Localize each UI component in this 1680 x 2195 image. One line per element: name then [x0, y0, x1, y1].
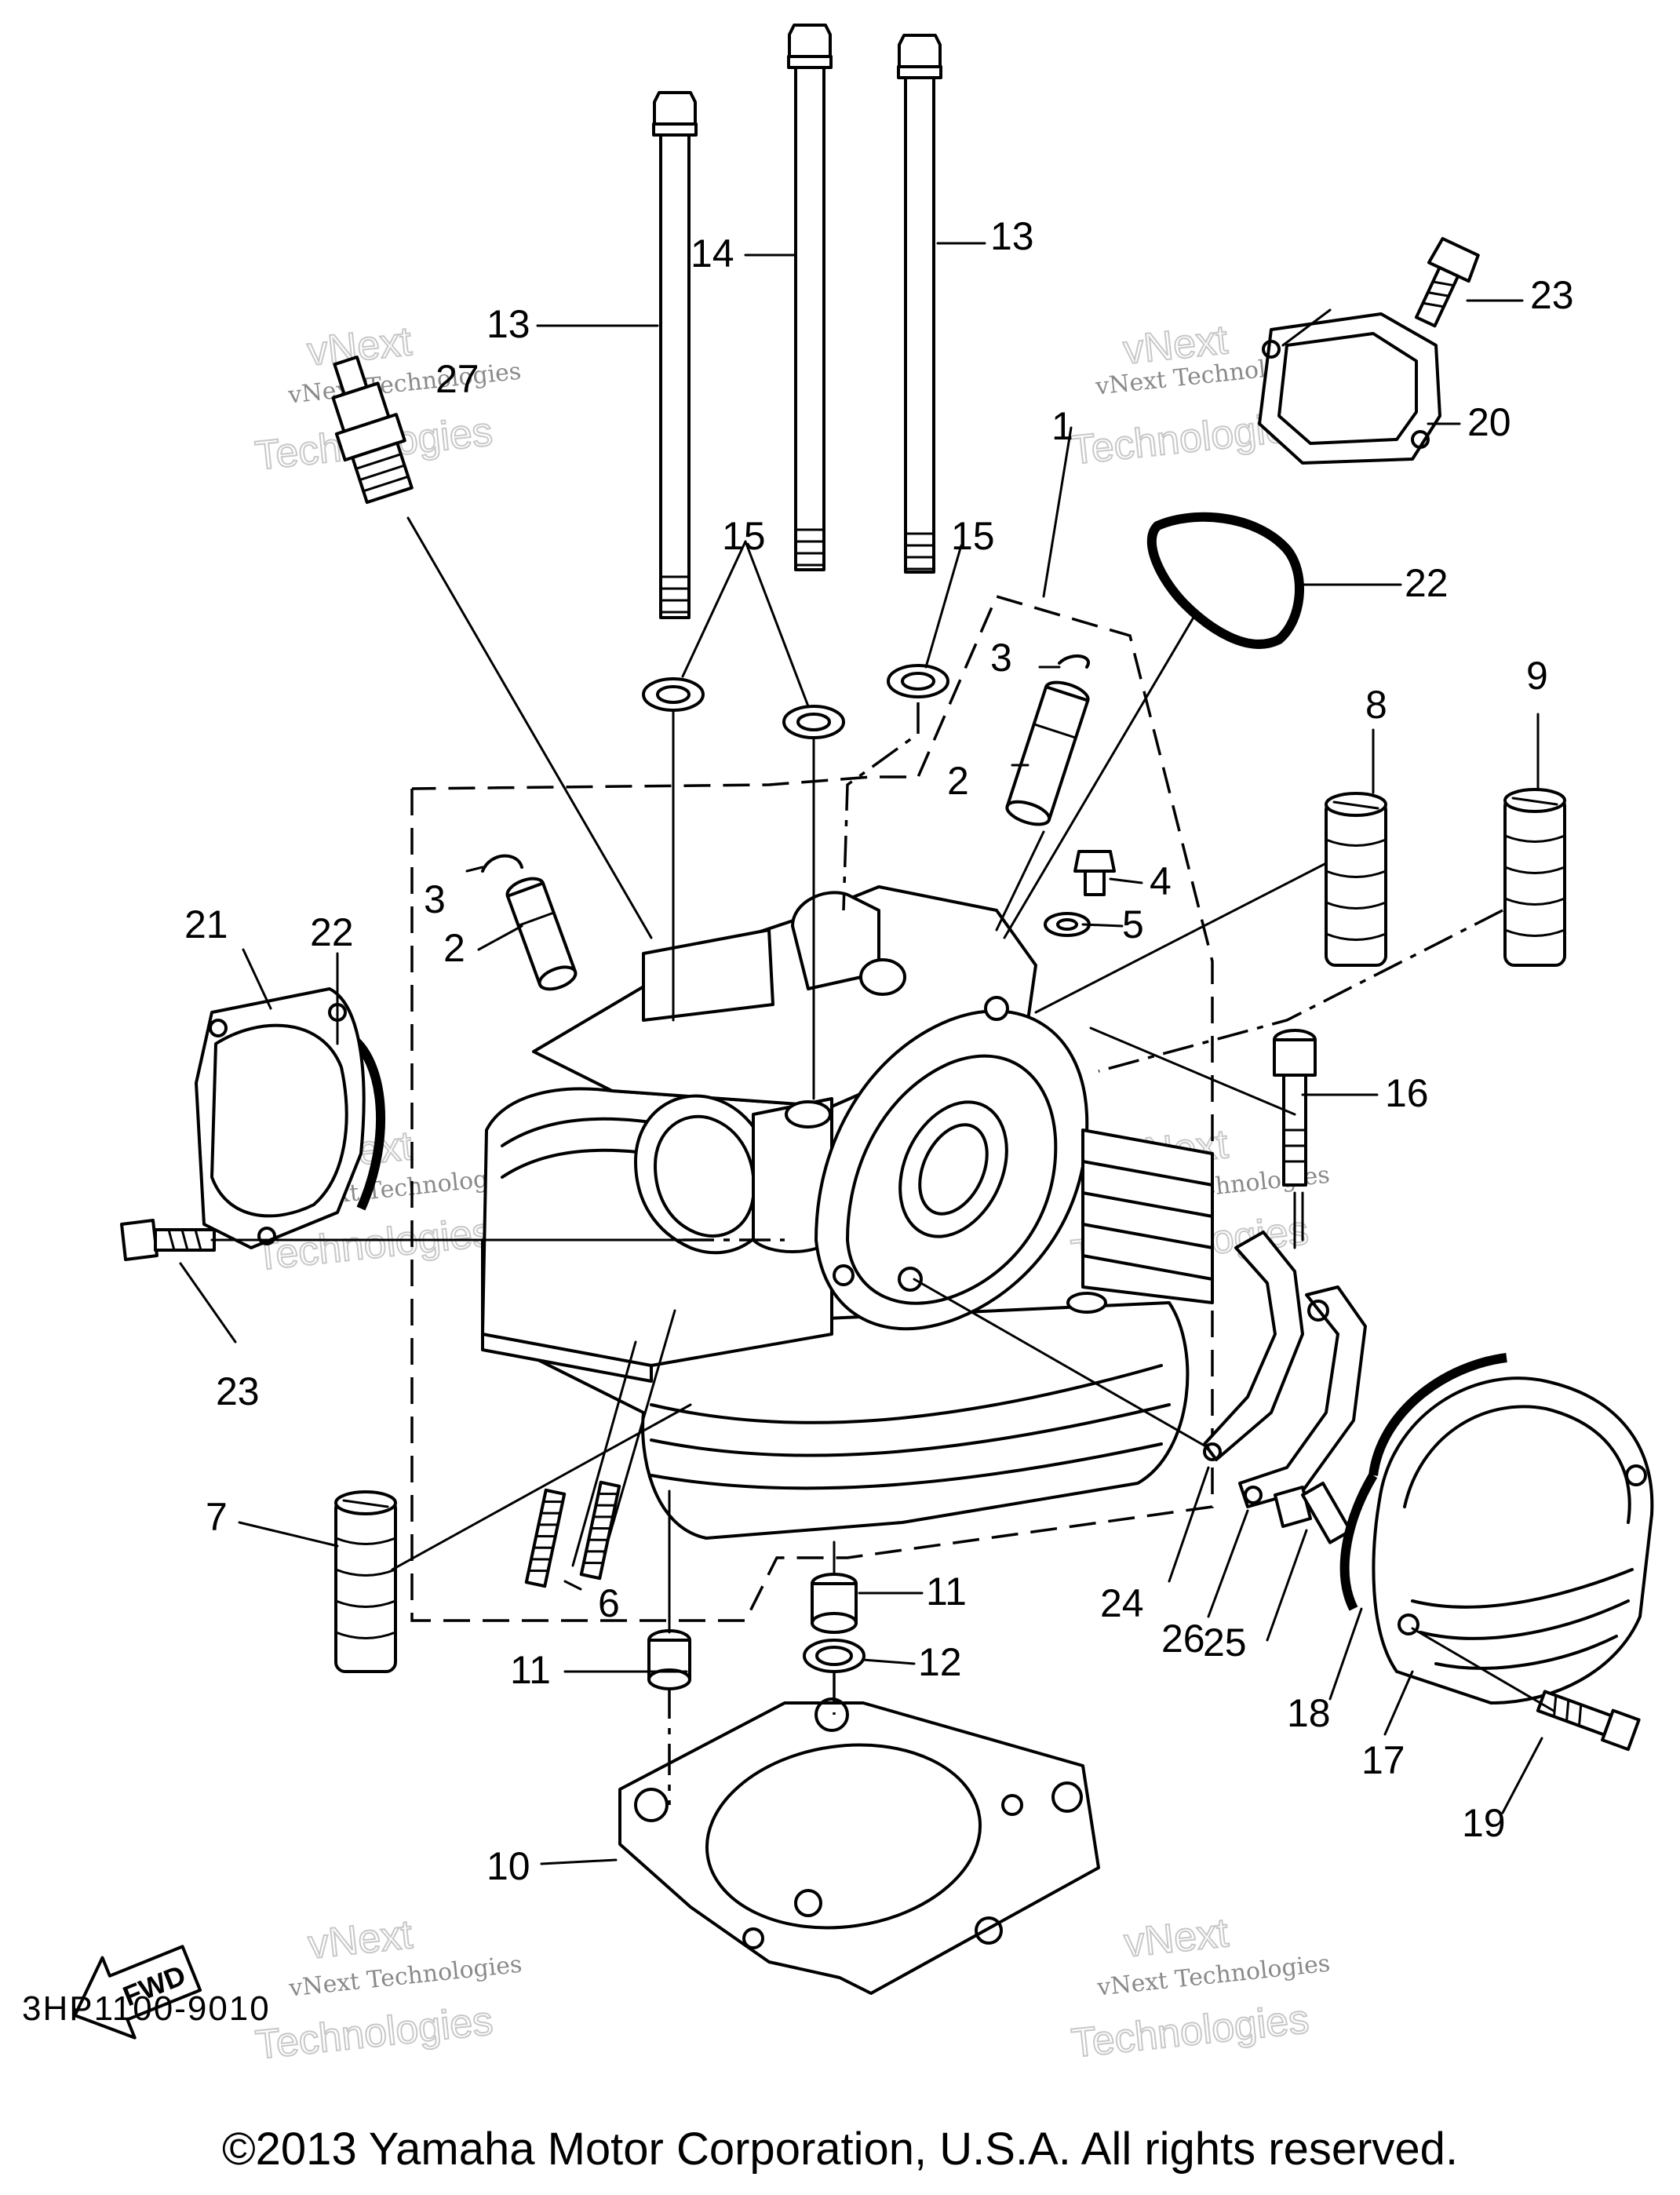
head-bolt-right [897, 34, 942, 574]
callout-10: 10 [487, 1844, 530, 1888]
cylinder-head [481, 885, 1214, 1540]
o-ring-top [1146, 512, 1304, 649]
callout-15-right: 15 [951, 514, 995, 558]
callout-labels: 1 2 2 3 3 4 5 6 7 8 9 10 11 11 12 13 13 … [184, 214, 1574, 1888]
watermark: vNext vNext Technologies Technologies [253, 1911, 523, 2069]
stud-right [579, 1480, 621, 1581]
dowel-pin-8 [1325, 792, 1387, 967]
watermark-big-top: vNext [1122, 1910, 1231, 1967]
callout-27: 27 [435, 357, 479, 401]
valve-clip-left [481, 854, 523, 873]
callout-20: 20 [1467, 400, 1511, 444]
callout-15-left: 15 [722, 514, 766, 558]
cover-top-right [1258, 312, 1441, 465]
watermark-big-bottom: Technologies [253, 1998, 495, 2068]
watermark-big-top: vNext [306, 1912, 415, 1968]
dowel-upper [811, 1573, 858, 1634]
diagram-part-code: 3HP1100-9010 [22, 1989, 271, 2028]
watermark-big-bottom: Technologies [1070, 1996, 1311, 2066]
callout-18: 18 [1287, 1691, 1331, 1735]
leader-lines [179, 242, 1543, 1865]
breather-bolt [1274, 1481, 1352, 1544]
callout-25: 25 [1203, 1621, 1247, 1664]
copyright-notice: ©2013 Yamaha Motor Corporation, U.S.A. A… [221, 2124, 1459, 2175]
callout-17: 17 [1361, 1738, 1405, 1782]
stud-left [524, 1488, 567, 1588]
fwd-arrow: FWD [73, 1945, 202, 2040]
valve-cover-bolt [1536, 1690, 1641, 1752]
dowel-pin-7 [334, 1490, 397, 1673]
spark-plug [331, 356, 414, 505]
washer-left [642, 677, 705, 712]
valve-guide-upper [1005, 680, 1090, 826]
breather-plate [1203, 1231, 1304, 1461]
callout-19: 19 [1462, 1801, 1506, 1845]
cover-bolt-left [120, 1219, 216, 1261]
callout-8: 8 [1365, 683, 1387, 727]
cover-left [195, 987, 386, 1249]
callout-7: 7 [206, 1495, 228, 1539]
watermark: vNext vNext Technologies Technologies [1069, 1909, 1332, 2067]
callout-5: 5 [1122, 902, 1144, 946]
callout-21: 21 [184, 902, 228, 946]
callout-24: 24 [1100, 1581, 1144, 1625]
callout-12: 12 [918, 1640, 962, 1684]
callout-3-left: 3 [424, 877, 446, 921]
callout-1: 1 [1051, 404, 1073, 448]
callout-3-upper: 3 [990, 636, 1012, 680]
callout-14: 14 [691, 232, 734, 275]
callout-6: 6 [598, 1581, 620, 1625]
head-bolt-left [652, 91, 698, 619]
callout-23-left: 23 [216, 1369, 260, 1413]
callout-11-lower: 11 [510, 1648, 551, 1692]
valve-cover-right [1339, 1353, 1654, 1705]
washer-bottom [803, 1639, 866, 1673]
callout-4: 4 [1150, 859, 1172, 903]
callout-22-top: 22 [1405, 561, 1449, 605]
callout-9: 9 [1526, 654, 1548, 698]
callout-13-left: 13 [487, 302, 530, 346]
callout-26: 26 [1161, 1617, 1205, 1661]
assembly-lines [210, 516, 1555, 1805]
breather-gasket [1238, 1285, 1367, 1508]
head-bolt-short [1273, 1029, 1317, 1187]
callout-16: 16 [1385, 1071, 1429, 1115]
washer-right [887, 664, 949, 698]
small-bolt [1073, 850, 1116, 896]
valve-guide-left [505, 877, 578, 991]
callout-13-right: 13 [990, 214, 1034, 258]
callout-2-upper: 2 [947, 759, 969, 803]
head-bolt-center [787, 24, 833, 571]
valve-clip-upper [1058, 654, 1090, 669]
head-gasket [618, 1697, 1100, 1995]
dowel-pin-9 [1503, 788, 1566, 967]
callout-22-left: 22 [310, 910, 354, 954]
callout-2-left: 2 [443, 926, 465, 970]
cover-bolt-top [1414, 237, 1480, 328]
dowel-lower [647, 1629, 691, 1690]
callout-11-upper: 11 [926, 1570, 967, 1613]
washer-center [782, 705, 845, 739]
callout-23-top: 23 [1530, 273, 1574, 317]
assembly-boundary [410, 594, 1214, 1622]
